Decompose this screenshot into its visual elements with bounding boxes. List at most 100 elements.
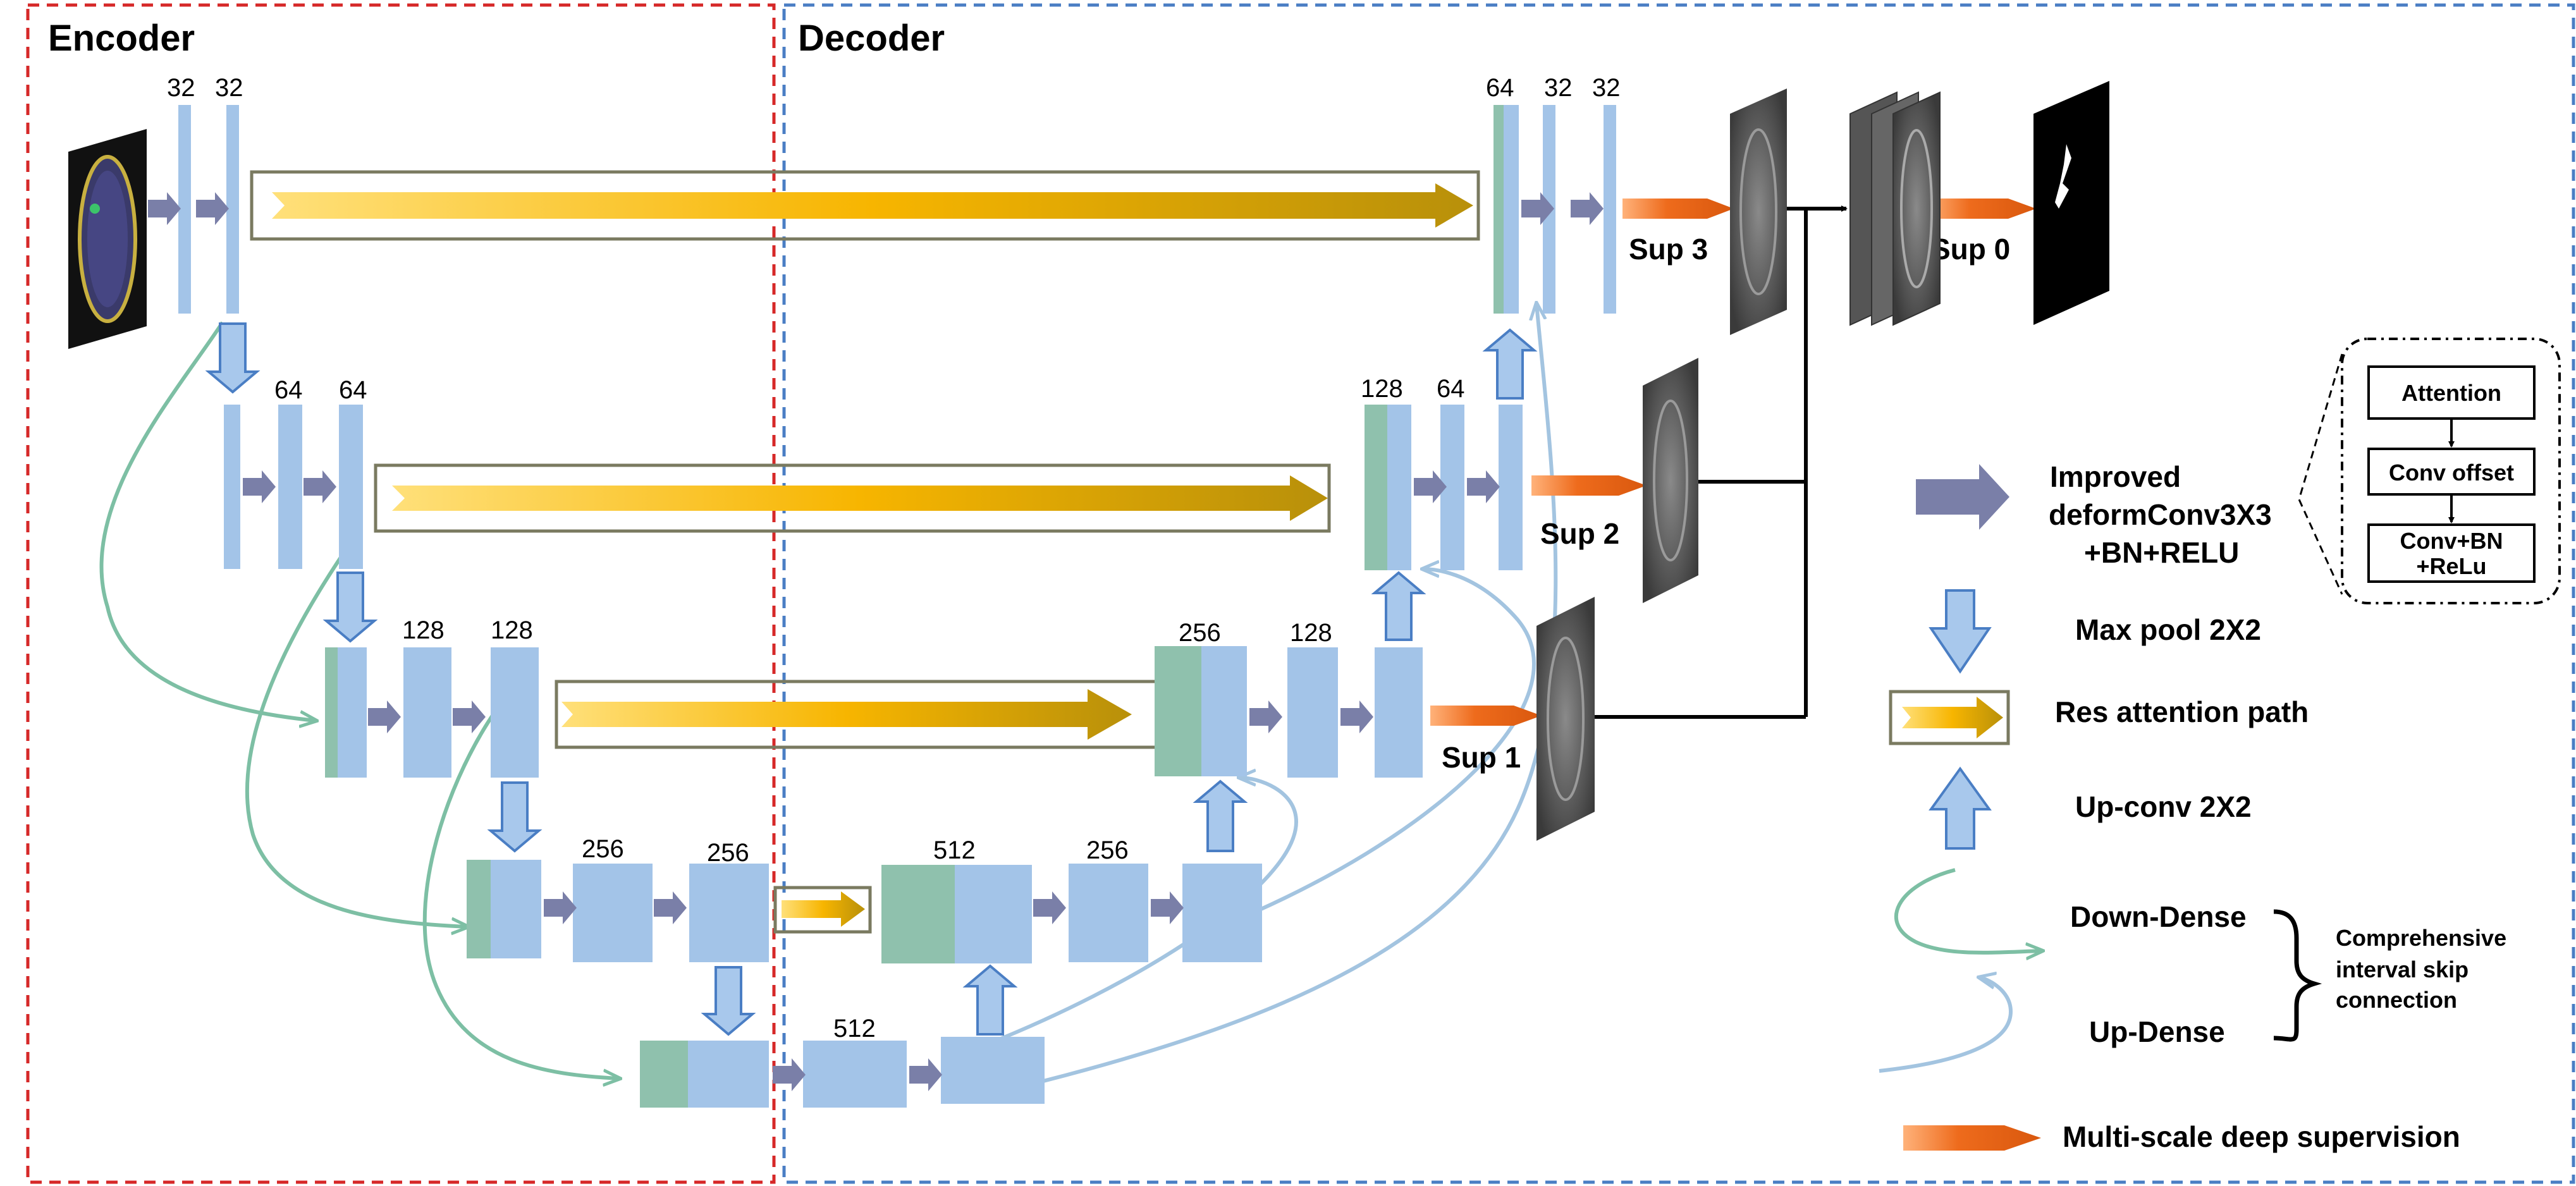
maxpool-arrow-3 — [487, 781, 543, 853]
block-d3c-body — [1375, 647, 1423, 778]
maxpool-arrow-4 — [701, 966, 756, 1036]
legend-skip-line3: connection — [2336, 987, 2457, 1013]
block-e1a-body — [178, 105, 191, 314]
channel-label-e4b: 256 — [707, 839, 749, 867]
channel-label-d1a: 64 — [1486, 74, 1514, 102]
legend-maxpool-icon — [1929, 589, 1992, 674]
block-d1c-body — [1604, 105, 1616, 314]
sup1-arrow — [1430, 706, 1542, 726]
sup0-arrow — [1926, 199, 2036, 219]
block-e3a-concat — [325, 647, 338, 778]
block-d2a-body — [1387, 405, 1411, 570]
channel-label-d2a: 128 — [1361, 375, 1403, 403]
legend-skip-line2: interval skip — [2336, 957, 2469, 982]
channel-label-e1a: 32 — [167, 74, 195, 102]
block-e3c — [491, 647, 539, 778]
block-e4b — [573, 864, 653, 962]
conv-arrow-16 — [1467, 470, 1500, 503]
sup3-arrow — [1622, 199, 1734, 219]
channel-label-d1c: 32 — [1592, 74, 1621, 102]
block-d2c — [1499, 405, 1523, 570]
pool-upconv-arrows — [205, 322, 1538, 1036]
block-d4b-body — [1069, 864, 1148, 962]
channel-label-e2b: 64 — [339, 376, 367, 404]
legend-conv-arrow-icon — [1916, 464, 2009, 530]
decoder-frame — [782, 3, 2575, 1184]
legend-deep-supervision-icon — [1903, 1125, 2041, 1151]
block-e3b — [403, 647, 451, 778]
detail-convbn-line2: +ReLu — [2416, 553, 2486, 579]
conv-arrow-6 — [453, 700, 486, 733]
channel-label-e4a: 256 — [582, 835, 624, 863]
detail-conv-offset-label: Conv offset — [2389, 460, 2514, 486]
block-d1a-concat — [1493, 105, 1504, 314]
conv-arrow-1 — [148, 192, 181, 225]
block-e1a — [178, 105, 191, 314]
block-e2b-body — [278, 405, 302, 569]
channel-label-e3a: 128 — [402, 616, 445, 644]
block-e3a-body — [338, 647, 367, 778]
channel-labels: 32 32 64 64 128 128 256 256 512 512 256 … — [167, 74, 1621, 1042]
block-e4a-body — [491, 860, 541, 958]
block-e1b — [226, 105, 239, 314]
conv-arrow-14 — [1340, 700, 1373, 733]
channel-label-d2b: 64 — [1437, 375, 1465, 403]
block-e4b-body — [573, 864, 653, 962]
channel-label-e3b: 128 — [491, 616, 533, 644]
conv-arrow-5 — [368, 700, 401, 733]
detail-attention-label: Attention — [2401, 380, 2501, 406]
block-e2c-body — [339, 405, 363, 569]
block-e5a — [640, 1041, 769, 1108]
final-segmentation-output — [2033, 81, 2109, 325]
detail-convbn-box — [2367, 523, 2536, 583]
upconv-arrow-3 — [1193, 779, 1248, 852]
block-d4a-body — [955, 865, 1032, 963]
legend-brace — [2273, 909, 2322, 1042]
channel-label-d4b: 256 — [1086, 836, 1129, 864]
channel-label-d3b: 128 — [1290, 619, 1332, 647]
sup2-label: Sup 2 — [1540, 517, 1619, 550]
block-d3c — [1375, 647, 1423, 778]
conv-arrow-12 — [1151, 891, 1184, 924]
legend-res-attention-label: Res attention path — [2055, 695, 2309, 728]
conv-arrow-2 — [196, 192, 229, 225]
block-e2c — [339, 405, 363, 569]
stacked-output-images — [1849, 91, 1941, 326]
maxpool-arrow-1 — [205, 322, 261, 394]
legend-maxpool-label: Max pool 2X2 — [2075, 613, 2261, 646]
block-d3b-body — [1287, 647, 1338, 778]
feature-blocks — [178, 105, 1616, 1108]
conv-arrow-15 — [1414, 470, 1447, 503]
block-e1b-body — [226, 105, 239, 314]
channel-label-e2a: 64 — [274, 376, 303, 404]
conv-arrow-7 — [544, 891, 577, 924]
deform-conv-detail-box: Attention Conv offset Conv+BN +ReLu — [2298, 338, 2561, 604]
block-e3a — [325, 647, 367, 778]
block-d2a — [1365, 405, 1411, 570]
sup2-output-image — [1643, 358, 1698, 603]
block-d3a — [1155, 646, 1247, 776]
block-d4c — [1182, 864, 1262, 962]
legend-conv-line3: +BN+RELU — [2084, 536, 2239, 569]
block-d2c-body — [1499, 405, 1523, 570]
block-e5b — [803, 1041, 907, 1108]
upconv-arrow-2 — [1371, 571, 1426, 641]
sup2-arrow — [1531, 475, 1647, 496]
block-d1a — [1493, 105, 1519, 314]
detail-conv-offset-box — [2367, 448, 2536, 496]
legend-res-attention-icon — [1889, 690, 2010, 745]
block-d1c — [1604, 105, 1616, 314]
legend-conv-line2: deformConv3X3 — [2049, 498, 2272, 531]
legend-skip-line1: Comprehensive — [2336, 925, 2506, 951]
res-attention-path-2 — [374, 463, 1331, 533]
encoder-frame — [26, 3, 776, 1184]
sup1-label: Sup 1 — [1442, 741, 1521, 774]
upconv-arrow-4 — [962, 964, 1018, 1036]
block-e4a-concat — [467, 860, 491, 958]
res-attention-path-3 — [555, 680, 1165, 749]
detail-convbn-line1: Conv+BN — [2400, 528, 2503, 554]
deep-supervision: Sup 3 Sup 2 Sup 1 Sup 0 — [1430, 81, 2109, 841]
block-d1a-body — [1504, 105, 1519, 314]
up-dense-connections — [972, 303, 1558, 1083]
